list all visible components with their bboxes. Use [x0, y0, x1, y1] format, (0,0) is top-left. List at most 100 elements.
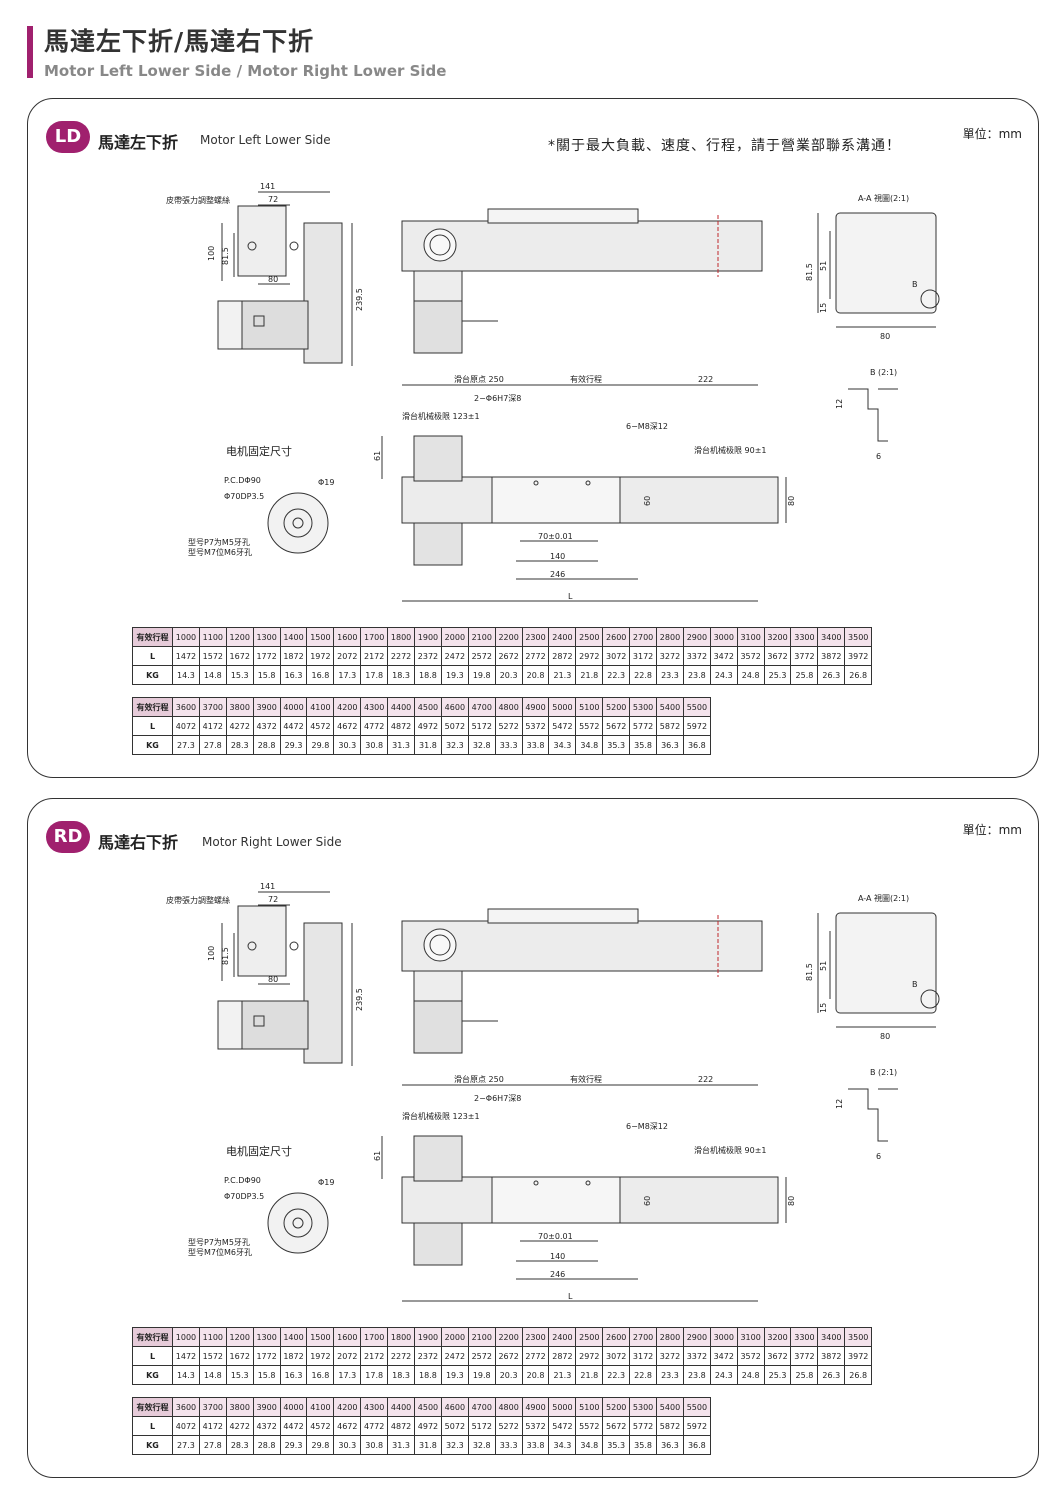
stroke-label-cell: 有效行程	[132, 627, 173, 647]
stroke-value-cell: 1300	[252, 1327, 281, 1347]
phi19-label: Φ19	[318, 478, 334, 487]
weight-value-cell: 28.3	[225, 735, 254, 755]
dim-aa-51: 51	[819, 261, 828, 271]
dim-b-12: 12	[835, 399, 844, 409]
dim-239-5: 239.5	[355, 988, 364, 1011]
weight-value-cell: 32.3	[440, 735, 469, 755]
length-value-cell: 2172	[360, 1346, 389, 1366]
phi70-label: Φ70DP3.5	[224, 1192, 264, 1201]
m8-label: 6−M8深12	[626, 422, 668, 431]
dim-b-6: 6	[876, 452, 881, 461]
length-label-cell: L	[132, 646, 173, 666]
weight-value-cell: 30.8	[360, 1435, 389, 1455]
stroke-label-cell: 有效行程	[132, 1397, 173, 1417]
stroke-value-cell: 3500	[844, 627, 873, 647]
weight-value-cell: 28.8	[252, 735, 281, 755]
stroke-value-cell: 1400	[279, 1327, 308, 1347]
weight-value-cell: 17.3	[333, 1365, 362, 1385]
pcd-label: P.C.DΦ90	[224, 476, 261, 485]
stroke-value-cell: 5200	[602, 697, 631, 717]
stroke-value-cell: 3900	[252, 1397, 281, 1417]
length-value-cell: 4872	[387, 1416, 416, 1436]
length-value-cell: 1472	[172, 1346, 200, 1366]
length-value-cell: 4672	[333, 1416, 362, 1436]
length-value-cell: 5572	[575, 716, 604, 736]
dim-72: 72	[268, 895, 278, 904]
length-value-cell: 3572	[736, 1346, 765, 1366]
weight-value-cell: 26.8	[844, 1365, 873, 1385]
stroke-value-cell: 2600	[602, 627, 631, 647]
dim-141: 141	[260, 182, 275, 191]
dim-60: 60	[643, 496, 652, 506]
belt-tension-label: 皮帶張力調整螺絲	[166, 195, 230, 205]
weight-value-cell: 19.8	[467, 1365, 496, 1385]
stroke-value-cell: 3100	[736, 627, 765, 647]
dim-140: 140	[550, 1252, 565, 1261]
stroke-value-cell: 2100	[467, 1327, 496, 1347]
section-note: *關于最大負載、速度、行程，請于營業部聯系溝通！	[548, 138, 901, 154]
stroke-value-cell: 1800	[387, 1327, 416, 1347]
length-value-cell: 2172	[360, 646, 389, 666]
model-p7-label: 型号P7为M5牙孔	[188, 537, 250, 547]
weight-value-cell: 25.3	[763, 665, 792, 685]
unit-label: 單位：mm	[962, 823, 1022, 837]
length-value-cell: 2972	[575, 646, 604, 666]
stroke-value-cell: 3700	[198, 697, 227, 717]
top-view-drawing	[401, 208, 763, 354]
length-value-cell: 3172	[629, 646, 658, 666]
hole-label: 2−Φ6H7深8	[474, 394, 521, 403]
length-value-cell: 2072	[333, 646, 362, 666]
weight-value-cell: 25.3	[763, 1365, 792, 1385]
b-detail-drawing	[848, 388, 898, 442]
weight-value-cell: 24.3	[709, 665, 738, 685]
stroke-value-cell: 3400	[817, 1327, 846, 1347]
length-value-cell: 4072	[172, 716, 200, 736]
aa-b-label: B	[912, 980, 918, 989]
weight-value-cell: 26.3	[817, 1365, 846, 1385]
weight-value-cell: 19.3	[440, 1365, 469, 1385]
weight-value-cell: 33.3	[494, 1435, 523, 1455]
length-value-cell: 3772	[790, 646, 819, 666]
weight-value-cell: 31.8	[414, 735, 442, 755]
stroke-value-cell: 1100	[198, 1327, 227, 1347]
stroke-value-cell: 1400	[279, 627, 308, 647]
length-value-cell: 4872	[387, 716, 416, 736]
stroke-value-cell: 1300	[252, 627, 281, 647]
length-value-cell: 5972	[682, 1416, 711, 1436]
length-value-cell: 4572	[306, 716, 335, 736]
aa-view-title: A-A 視圖(2:1)	[858, 194, 909, 203]
dim-222: 222	[698, 375, 713, 384]
weight-value-cell: 31.3	[387, 735, 416, 755]
weight-value-cell: 24.8	[736, 665, 765, 685]
weight-value-cell: 36.8	[682, 735, 711, 755]
weight-value-cell: 27.3	[172, 1435, 200, 1455]
weight-value-cell: 17.3	[333, 665, 362, 685]
weight-value-cell: 24.3	[709, 1365, 738, 1385]
stroke-value-cell: 4100	[306, 1397, 335, 1417]
length-value-cell: 5172	[467, 1416, 496, 1436]
weight-value-cell: 33.8	[521, 1435, 550, 1455]
stroke-value-cell: 1700	[360, 627, 389, 647]
weight-value-cell: 18.8	[414, 665, 442, 685]
stroke-value-cell: 3300	[790, 627, 819, 647]
stroke-value-cell: 4100	[306, 697, 335, 717]
weight-label-cell: KG	[132, 665, 173, 685]
stroke-value-cell: 4500	[414, 1397, 442, 1417]
stroke-value-cell: 2300	[521, 1327, 550, 1347]
phi70-label: Φ70DP3.5	[224, 492, 264, 501]
section-panel-ld: LD 馬達左下折 Motor Left Lower Side *關于最大負載、速…	[27, 98, 1039, 778]
stroke-value-cell: 2800	[656, 627, 684, 647]
stroke-value-cell: 2000	[440, 1327, 469, 1347]
length-value-cell: 4172	[198, 1416, 227, 1436]
aa-b-label: B	[912, 280, 918, 289]
weight-value-cell: 17.8	[360, 665, 389, 685]
length-value-cell: 3272	[656, 1346, 684, 1366]
dim-L: L	[568, 1292, 573, 1301]
stroke-value-cell: 4600	[440, 697, 469, 717]
dim-246: 246	[550, 570, 565, 579]
weight-value-cell: 16.8	[306, 1365, 335, 1385]
